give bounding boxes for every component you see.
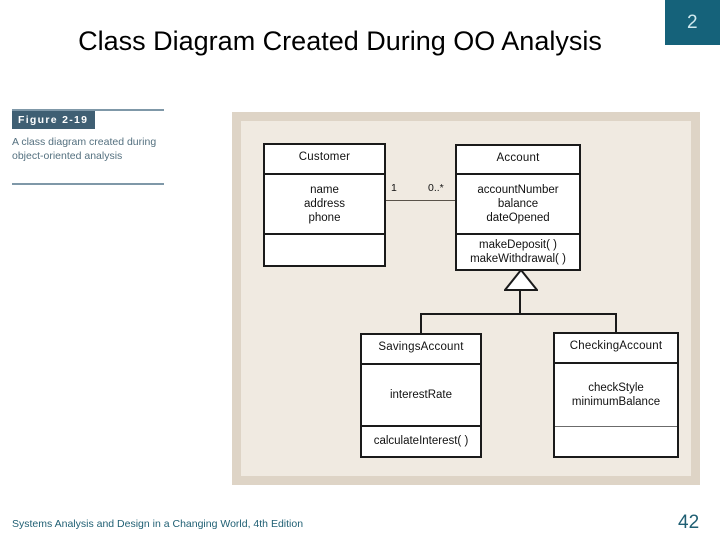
- uml-class-checkingaccount[interactable]: CheckingAccount checkStyle minimumBalanc…: [553, 332, 679, 458]
- slide-number-text: 2: [686, 11, 699, 33]
- uml-operations-compartment: calculateInterest( ): [362, 427, 480, 456]
- uml-attributes-compartment: interestRate: [362, 365, 480, 427]
- uml-operations-compartment: makeDeposit( ) makeWithdrawal( ): [457, 235, 579, 269]
- figure-bottom-divider: [12, 183, 164, 185]
- uml-attribute: name: [310, 184, 339, 196]
- uml-operations-compartment: [555, 427, 677, 456]
- generalization-branch-bar: [420, 313, 617, 315]
- uml-operation: makeDeposit( ): [479, 238, 557, 251]
- generalization-triangle-icon: [504, 269, 538, 291]
- generalization-branch-left: [420, 313, 422, 334]
- uml-attribute: interestRate: [389, 389, 452, 401]
- page-title: Class Diagram Created During OO Analysis: [78, 26, 602, 56]
- uml-attributes-compartment: accountNumber balance dateOpened: [457, 175, 579, 235]
- uml-operation: calculateInterest( ): [373, 435, 469, 447]
- uml-attribute: checkStyle: [588, 382, 644, 394]
- footer-source-text: Systems Analysis and Design in a Changin…: [12, 518, 304, 530]
- generalization-stem: [519, 291, 521, 314]
- uml-class-account[interactable]: Account accountNumber balance dateOpened…: [455, 144, 581, 271]
- uml-attribute: minimumBalance: [571, 396, 661, 408]
- uml-attribute: accountNumber: [477, 184, 559, 196]
- class-diagram-panel: 1 0..* Customer name address phone Accou…: [232, 112, 700, 485]
- uml-class-name: CheckingAccount: [555, 334, 677, 364]
- slide-number-badge: 2: [665, 0, 720, 45]
- multiplicity-source: 1: [391, 182, 397, 194]
- figure-top-divider: [12, 109, 164, 111]
- uml-class-name: Customer: [265, 145, 384, 175]
- uml-attribute: phone: [308, 212, 341, 224]
- uml-class-name: SavingsAccount: [362, 335, 480, 365]
- uml-operation: makeWithdrawal( ): [470, 252, 566, 265]
- association-line: [386, 200, 455, 201]
- uml-attributes-compartment: name address phone: [265, 175, 384, 235]
- uml-attribute: address: [304, 198, 345, 210]
- class-diagram-canvas: 1 0..* Customer name address phone Accou…: [241, 121, 691, 476]
- uml-attribute: dateOpened: [486, 212, 550, 224]
- uml-class-savingsaccount[interactable]: SavingsAccount interestRate calculateInt…: [360, 333, 482, 458]
- footer-page-number: 42: [678, 512, 700, 533]
- figure-caption-block: Figure 2-19 A class diagram created duri…: [12, 108, 162, 163]
- multiplicity-target: 0..*: [428, 182, 444, 194]
- generalization-branch-right: [615, 313, 617, 333]
- uml-attributes-compartment: checkStyle minimumBalance: [555, 364, 677, 427]
- figure-label: Figure 2-19: [12, 111, 96, 129]
- uml-operations-compartment: [265, 235, 384, 265]
- uml-class-name: Account: [457, 146, 579, 175]
- uml-class-customer[interactable]: Customer name address phone: [263, 143, 386, 267]
- uml-attribute: balance: [497, 198, 539, 210]
- figure-description: A class diagram created during object-or…: [12, 136, 157, 162]
